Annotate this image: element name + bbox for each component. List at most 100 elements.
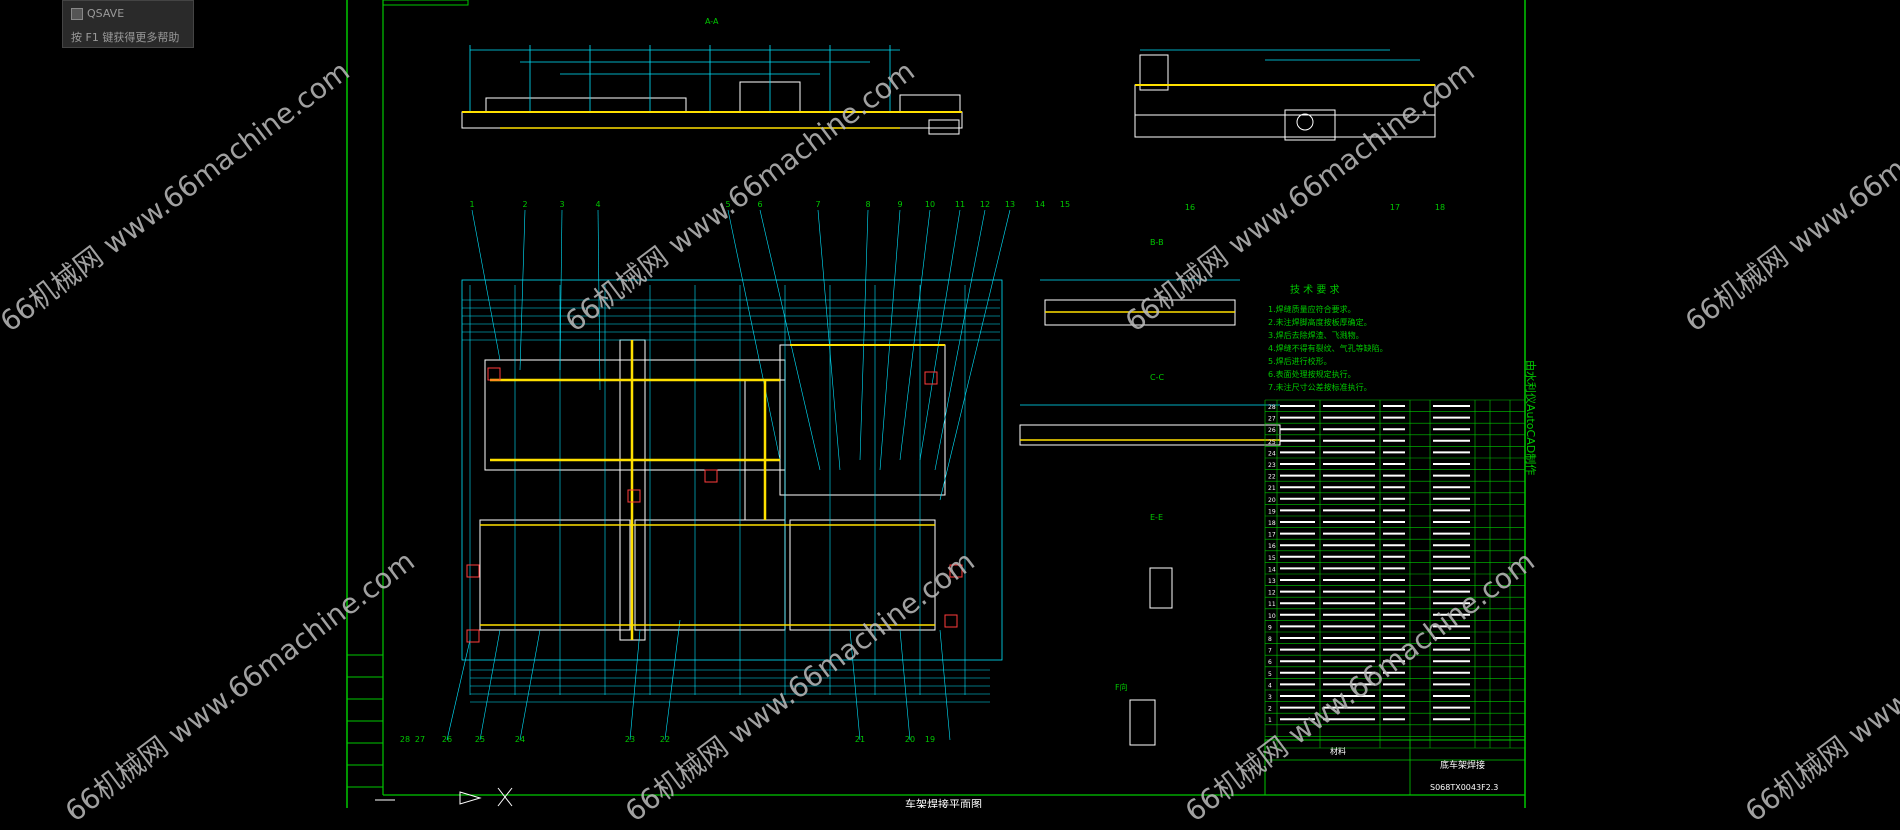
- command-tooltip: QSAVE 按 F1 键获得更多帮助: [62, 0, 194, 48]
- part-balloon: 24: [515, 735, 525, 744]
- part-balloon: 26: [442, 735, 452, 744]
- table-cell: 24: [1268, 450, 1276, 457]
- leader-line: [727, 209, 781, 461]
- table-cell: 26: [1268, 427, 1276, 434]
- table-cell: 6: [1268, 659, 1272, 666]
- leader-line: [446, 639, 471, 741]
- part-balloon: 25: [475, 735, 485, 744]
- weld-mark: [487, 367, 501, 381]
- section-label: A-A: [705, 17, 719, 26]
- plan-frame-lower-mid: [634, 519, 786, 631]
- section-aa-base: [461, 111, 963, 129]
- tech-req-line: 4.焊缝不得有裂纹、气孔等缺陷。: [1268, 343, 1388, 353]
- leader-line: [664, 619, 681, 741]
- table-cell: 3: [1268, 694, 1272, 701]
- tech-req-line: 1.焊缝质量应符合要求。: [1268, 304, 1356, 314]
- weld-mark: [704, 469, 718, 483]
- leader-line: [519, 629, 541, 741]
- revision-cell: [346, 764, 384, 788]
- part-balloon: 21: [855, 735, 865, 744]
- section-aa-end: [928, 119, 960, 135]
- section-bb-hole-block: [1284, 109, 1336, 141]
- part-balloon: 22: [660, 735, 670, 744]
- table-cell: 21: [1268, 485, 1276, 492]
- leader-line: [597, 209, 601, 391]
- part-balloon: 18: [1435, 203, 1445, 212]
- leader-line: [939, 629, 951, 741]
- weld-mark: [924, 371, 938, 385]
- weld-mark: [949, 564, 963, 578]
- table-cell: 13: [1268, 578, 1276, 585]
- leader-line: [629, 629, 641, 741]
- tech-req-line: 3.焊后去除焊渣、飞溅物。: [1268, 330, 1364, 340]
- section-bb-hole: [1296, 113, 1314, 131]
- tech-req-line: 5.焊后进行校形。: [1268, 356, 1332, 366]
- section-label: C-C: [1150, 373, 1164, 382]
- part-balloon: 7: [815, 200, 820, 209]
- part-balloon: 13: [1005, 200, 1015, 209]
- leader-line: [919, 209, 961, 461]
- leader-line: [519, 209, 526, 371]
- revision-cell: [346, 720, 384, 744]
- side-text: 由水利仪AutoCAD制作: [1524, 360, 1538, 475]
- section-label: B-B: [1150, 238, 1164, 247]
- part-balloon: 27: [415, 735, 425, 744]
- leader-line: [479, 629, 501, 741]
- plan-frame-lower-left: [479, 519, 631, 631]
- table-cell: 1: [1268, 717, 1272, 724]
- part-balloon: 14: [1035, 200, 1045, 209]
- part-balloon: 10: [925, 200, 935, 209]
- weld-lines: [462, 84, 1435, 643]
- plan-dim-box: [461, 279, 1003, 661]
- table-cell: 22: [1268, 474, 1276, 481]
- title-block-material: 材料: [1330, 746, 1346, 756]
- detail-ee: [1149, 567, 1173, 609]
- tooltip-hint: 按 F1 键获得更多帮助: [71, 31, 180, 44]
- title-block: [1264, 739, 1526, 796]
- plan-frame-lower-right: [789, 519, 936, 631]
- part-balloon: 11: [955, 200, 965, 209]
- tech-req-title: 技 术 要 求: [1290, 283, 1340, 296]
- ucs-cross-icon: [497, 787, 513, 807]
- title-block-part-name: 底车架焊接: [1440, 759, 1485, 771]
- section-cc-body: [1019, 424, 1281, 446]
- part-balloon: 9: [897, 200, 902, 209]
- tech-req-line: 2.未注焊脚高度按板厚确定。: [1268, 317, 1372, 327]
- table-cell: 7: [1268, 648, 1272, 655]
- table-cell: 28: [1268, 404, 1276, 411]
- title-tab: [382, 0, 469, 6]
- table-cell: 8: [1268, 636, 1272, 643]
- parts-list-table: 2827262524232221201918171615141312111098…: [1264, 399, 1526, 796]
- leader-line: [471, 209, 501, 361]
- leader-line: [849, 629, 861, 741]
- weld-mark: [944, 614, 958, 628]
- part-balloon: 2: [522, 200, 527, 209]
- table-cell: 16: [1268, 543, 1276, 550]
- table-cell: 10: [1268, 613, 1276, 620]
- leader-line: [759, 209, 821, 471]
- part-balloon: 19: [925, 735, 935, 744]
- revision-cell: [346, 654, 384, 678]
- section-bb-bracket: [1139, 54, 1169, 91]
- part-balloon: 20: [905, 735, 915, 744]
- table-cell: 20: [1268, 497, 1276, 504]
- drawing-bottom-title: 车架焊接平面图: [905, 797, 982, 808]
- save-icon: [71, 7, 83, 20]
- part-balloon: 28: [400, 735, 410, 744]
- leader-line: [899, 629, 911, 741]
- detail-f: [1129, 699, 1156, 746]
- table-cell: 4: [1268, 682, 1272, 689]
- leader-line: [879, 209, 901, 471]
- part-balloon: 12: [980, 200, 990, 209]
- ucs-arrow-icon: [459, 791, 482, 805]
- weld-mark: [627, 489, 641, 503]
- table-cell: 23: [1268, 462, 1276, 469]
- section-aa-step: [899, 94, 961, 113]
- leader-line: [559, 209, 563, 371]
- table-cell: 17: [1268, 532, 1276, 539]
- part-balloon: 15: [1060, 200, 1070, 209]
- table-cell: 11: [1268, 601, 1276, 608]
